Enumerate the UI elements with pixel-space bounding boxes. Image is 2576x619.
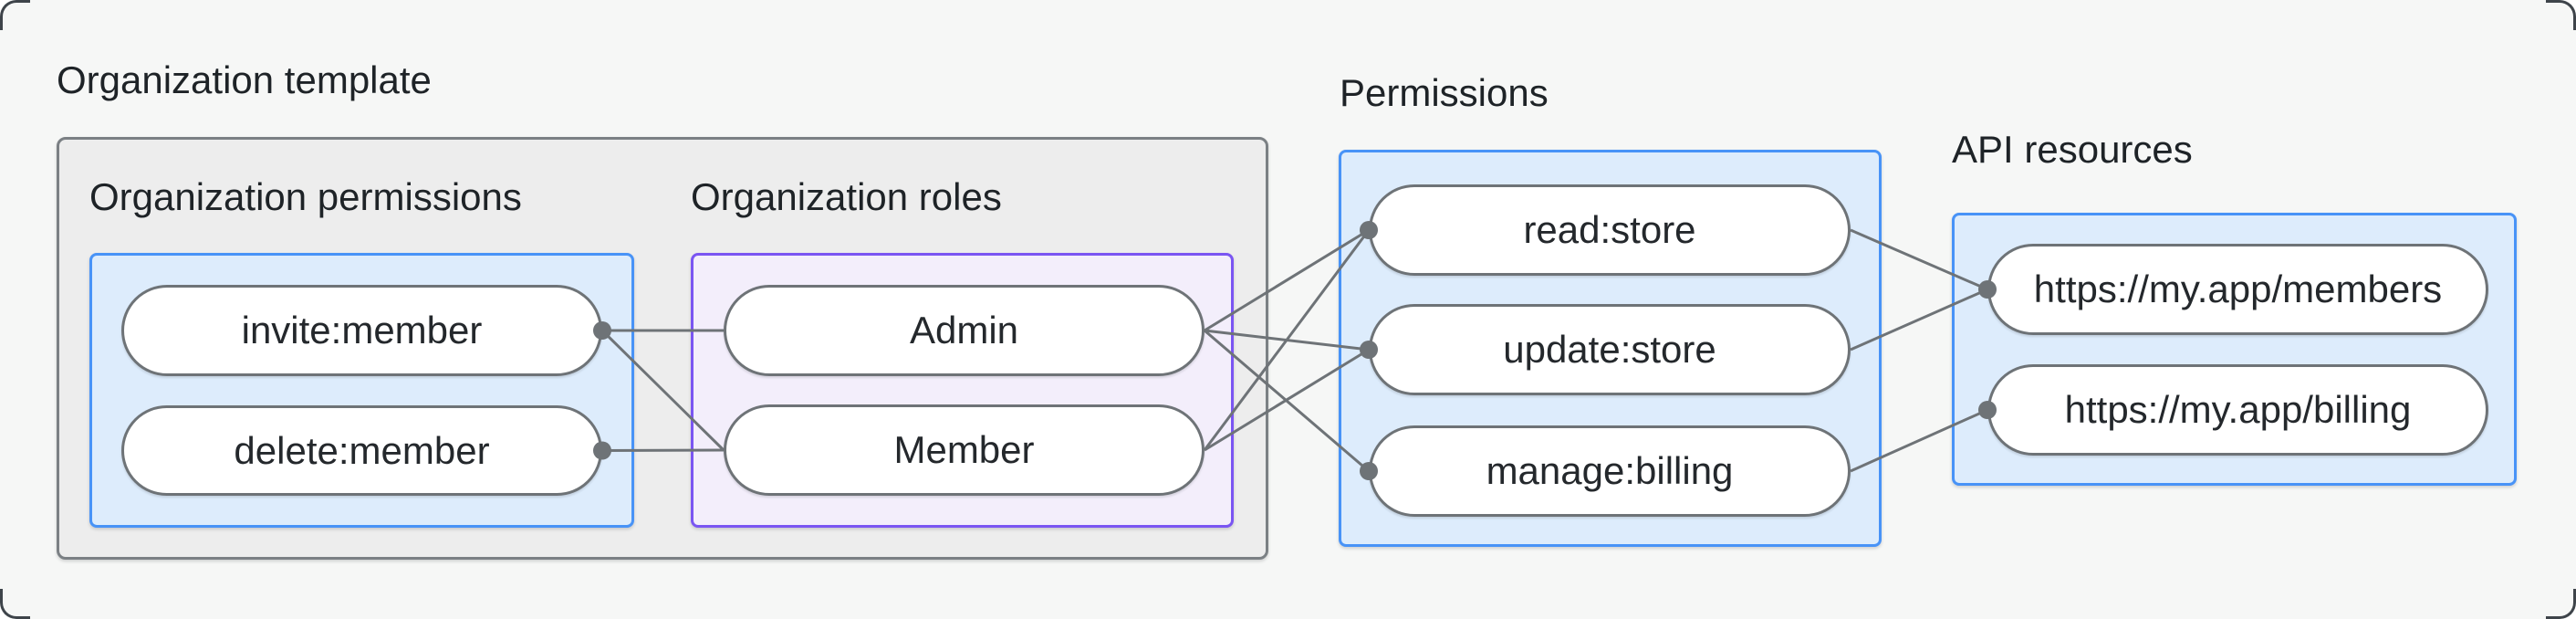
window-corner-bottom-right <box>2546 589 2576 619</box>
window-corner-top-left <box>0 0 30 30</box>
permissions-heading: Permissions <box>1340 71 1549 114</box>
org-roles-heading: Organization roles <box>691 175 1002 218</box>
window-corner-top-right <box>2546 0 2576 30</box>
pill-invite-member: invite:member <box>121 285 602 376</box>
pill-manage-billing: manage:billing <box>1369 425 1851 517</box>
pill-update-store: update:store <box>1369 304 1851 395</box>
pill-admin-role: Admin <box>724 285 1205 376</box>
pill-delete-member: delete:member <box>121 405 602 496</box>
window-corner-bottom-left <box>0 589 30 619</box>
org-template-heading: Organization template <box>57 58 432 101</box>
pill-api-billing-url: https://my.app/billing <box>1987 364 2488 456</box>
pill-api-members-url: https://my.app/members <box>1987 244 2488 335</box>
pill-read-store: read:store <box>1369 184 1851 276</box>
org-permissions-heading: Organization permissions <box>89 175 522 218</box>
pill-member-role: Member <box>724 404 1205 496</box>
api-resources-heading: API resources <box>1952 128 2193 171</box>
